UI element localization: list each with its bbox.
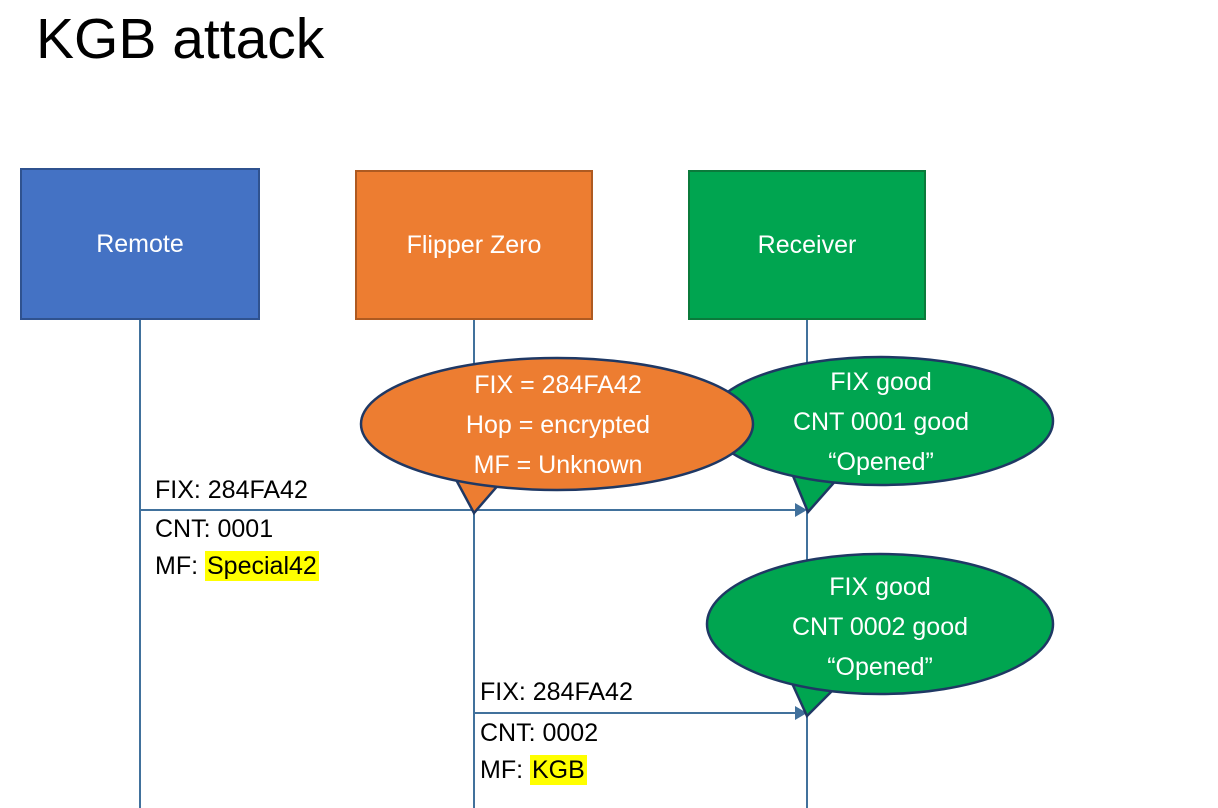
callout-line: CNT 0002 good [791, 613, 969, 641]
actor-label-flipper-zero: Flipper Zero [406, 230, 542, 259]
message-2-mf-highlight: KGB [530, 755, 587, 785]
message-arrow-2-line [474, 712, 796, 714]
callout-line: FIX = 284FA42 [474, 371, 642, 399]
message-2-mf-label: MF: KGB [480, 755, 587, 785]
callout-receiver-opened-2: FIX good CNT 0002 good “Opened” [704, 552, 1056, 722]
message-1-mf-highlight: Special42 [205, 551, 319, 581]
callout-text: FIX good CNT 0002 good “Opened” [714, 562, 1046, 692]
callout-line: MF = Unknown [473, 451, 643, 479]
message-1-cnt-label: CNT: 0001 [155, 515, 274, 543]
callout-text: FIX good CNT 0001 good “Opened” [716, 360, 1046, 484]
actor-box-receiver: Receiver [688, 170, 926, 320]
callout-line: Hop = encrypted [465, 411, 651, 439]
message-arrow-1-head-icon [795, 503, 807, 517]
callout-line: “Opened” [828, 448, 934, 476]
message-1-fix-label: FIX: 284FA42 [155, 476, 308, 504]
slide-title: KGB attack [36, 7, 325, 71]
message-2-cnt-label: CNT: 0002 [480, 719, 599, 747]
message-1-mf-prefix: MF: [155, 552, 205, 580]
message-1-mf-label: MF: Special42 [155, 551, 319, 581]
callout-receiver-opened-1: FIX good CNT 0001 good “Opened” [706, 354, 1056, 516]
message-2-mf-prefix: MF: [480, 756, 530, 784]
lifeline-flipper-zero [473, 320, 475, 808]
actor-box-flipper-zero: Flipper Zero [355, 170, 593, 320]
message-2-fix-label: FIX: 284FA42 [480, 678, 633, 706]
callout-line: “Opened” [827, 653, 933, 681]
callout-text: FIX = 284FA42 Hop = encrypted MF = Unkno… [368, 364, 748, 486]
callout-line: FIX good [830, 368, 932, 396]
callout-line: FIX good [829, 573, 931, 601]
actor-label-remote: Remote [96, 229, 184, 258]
callout-line: CNT 0001 good [792, 408, 970, 436]
speech-bubble-icon [359, 356, 755, 516]
speech-bubble-icon [705, 552, 1055, 719]
actor-label-receiver: Receiver [757, 230, 857, 259]
actor-box-remote: Remote [20, 168, 260, 320]
lifeline-remote [139, 320, 141, 808]
message-arrow-1-line [140, 509, 796, 511]
callout-flipper-analysis: FIX = 284FA42 Hop = encrypted MF = Unkno… [358, 356, 758, 518]
